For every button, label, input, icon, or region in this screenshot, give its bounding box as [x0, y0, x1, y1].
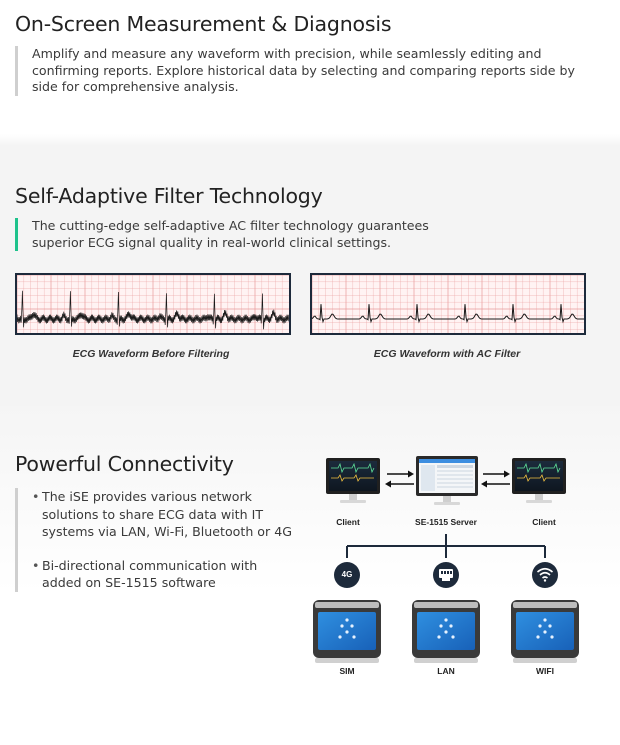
connectivity-title: Powerful Connectivity — [15, 452, 234, 476]
server-monitor — [416, 456, 478, 505]
filter-title: Self-Adaptive Filter Technology — [15, 184, 323, 208]
measurement-description: Amplify and measure any waveform with pr… — [15, 46, 577, 96]
label-device-sim: SIM — [339, 666, 355, 676]
device-lan — [412, 600, 480, 663]
badge-4g-label: 4G — [341, 570, 353, 579]
connectivity-diagram: Client SE-1515 Server Client 4G SIM LAN … — [298, 406, 620, 745]
arrows-left-icon — [385, 470, 414, 488]
wifi-icon — [532, 562, 558, 588]
bullet-bidirectional: Bi-directional communication with added … — [32, 557, 297, 592]
label-server: SE-1515 Server — [415, 517, 477, 527]
label-client-left: Client — [336, 517, 360, 527]
bullet-network: The iSE provides various network solutio… — [32, 488, 297, 541]
arrows-right-icon — [481, 470, 510, 488]
ecg-after-filter — [310, 273, 586, 335]
connectivity-bullets: The iSE provides various network solutio… — [15, 488, 297, 592]
connectivity-section: Powerful Connectivity The iSE provides v… — [0, 406, 620, 745]
filter-section: Self-Adaptive Filter Technology The cutt… — [0, 134, 620, 406]
label-device-lan: LAN — [437, 666, 455, 676]
label-client-right: Client — [532, 517, 556, 527]
filter-description: The cutting-edge self-adaptive AC filter… — [15, 218, 452, 251]
lan-icon — [433, 562, 459, 588]
label-device-wifi: WIFI — [536, 666, 554, 676]
client-right-monitor — [512, 458, 566, 503]
4g-badge-icon — [334, 562, 360, 588]
network-lines — [346, 534, 546, 558]
device-sim — [313, 600, 381, 663]
device-wifi — [511, 600, 579, 663]
ecg-before-chart — [17, 275, 289, 333]
measurement-title: On-Screen Measurement & Diagnosis — [15, 12, 392, 36]
caption-after-filter: ECG Waveform with AC Filter — [373, 348, 521, 360]
measurement-section: On-Screen Measurement & Diagnosis Amplif… — [0, 0, 620, 134]
ecg-before-filter — [15, 273, 291, 335]
caption-before-filter: ECG Waveform Before Filtering — [72, 348, 230, 360]
client-left-monitor — [326, 458, 380, 503]
ecg-after-chart — [312, 275, 584, 333]
